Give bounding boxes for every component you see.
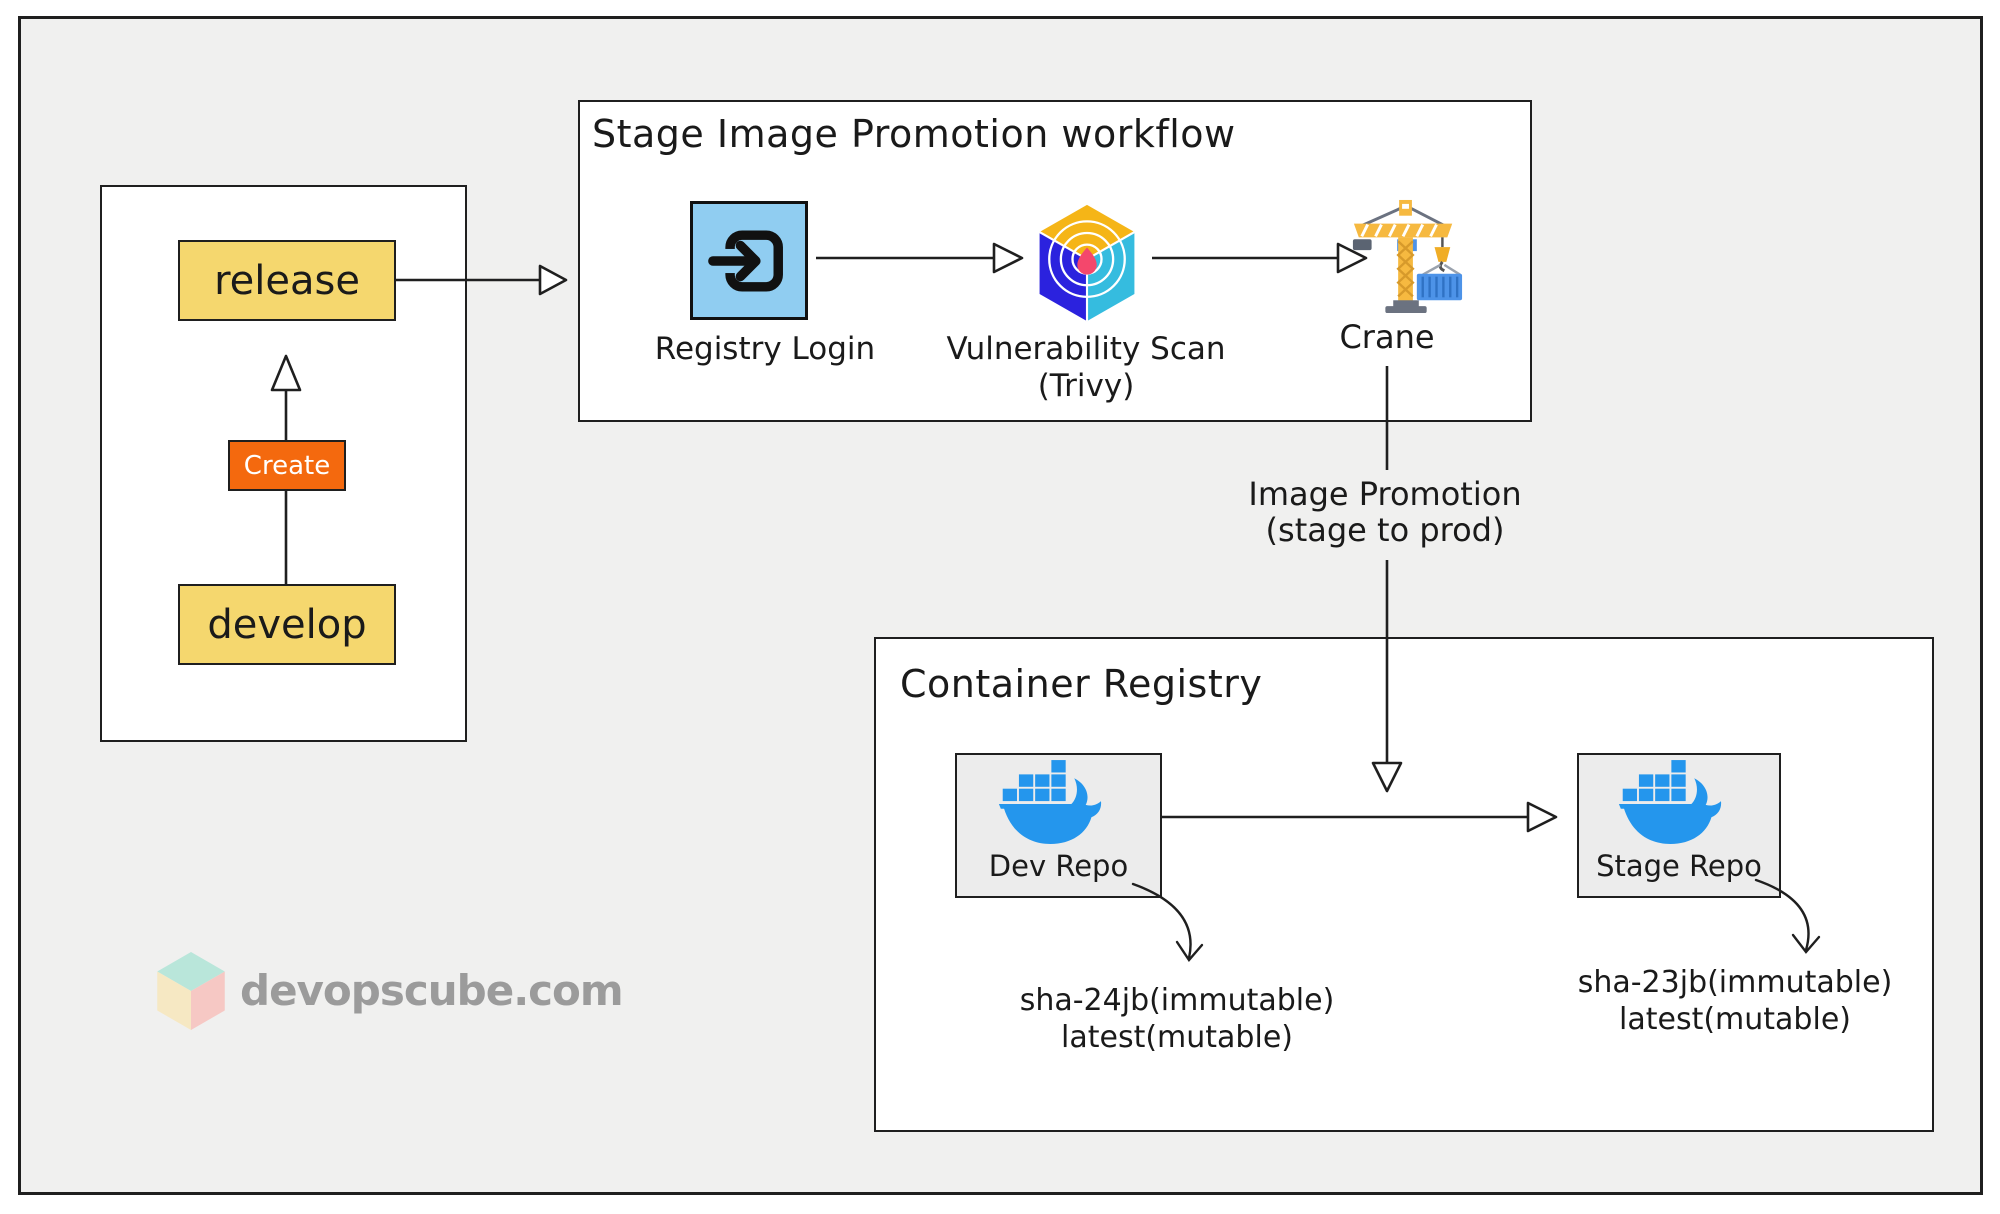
dev-repo-node: Dev Repo — [955, 753, 1162, 898]
sign-in-icon — [690, 201, 808, 320]
stage-repo-label: Stage Repo — [1596, 849, 1762, 883]
create-label: Create — [243, 450, 331, 481]
cube-logo-icon — [155, 952, 227, 1034]
create-node: Create — [228, 440, 346, 491]
trivy-cube-icon — [1028, 203, 1146, 327]
develop-node: develop — [178, 584, 396, 665]
release-node: release — [178, 240, 396, 321]
brand-site-label: devopscube.com — [240, 966, 624, 1015]
container-registry-title: Container Registry — [900, 662, 1263, 706]
release-label: release — [214, 257, 360, 304]
workflow-title: Stage Image Promotion workflow — [592, 112, 1236, 156]
promotion-label: Image Promotion (stage to prod) — [1248, 475, 1522, 549]
develop-label: develop — [207, 601, 367, 648]
docker-whale-icon — [1618, 760, 1722, 845]
dev-repo-tags: sha-24jb(immutable) latest(mutable) — [1019, 983, 1335, 1055]
dev-repo-label: Dev Repo — [988, 849, 1129, 883]
stage-repo-tags: sha-23jb(immutable) latest(mutable) — [1577, 965, 1893, 1037]
sign-in-glyph — [708, 229, 783, 292]
step-vulnerability-scan-label: Vulnerability Scan (Trivy) — [946, 331, 1226, 404]
crane-icon — [1348, 198, 1466, 320]
step-registry-login-label: Registry Login — [654, 331, 876, 367]
docker-whale-icon — [998, 760, 1101, 845]
stage-repo-node: Stage Repo — [1577, 753, 1781, 898]
step-crane-label: Crane — [1339, 318, 1435, 356]
